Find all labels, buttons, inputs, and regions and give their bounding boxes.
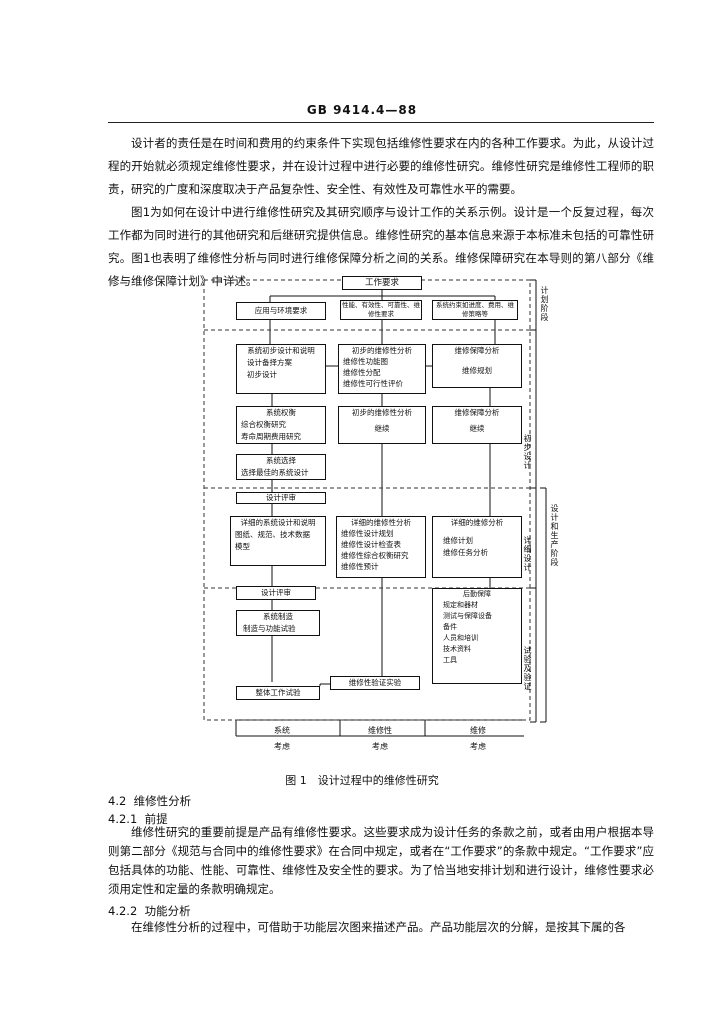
system-preliminary-design-box: 系统初步设计和说明 设计备择方案 初步设计 bbox=[236, 344, 326, 394]
phase-label-design-production: 设计和生产阶段 bbox=[550, 504, 559, 567]
environment-requirements-box: 应用与环境要求 bbox=[236, 302, 326, 320]
section-4-2: 4.2 维修性分析 bbox=[108, 794, 192, 808]
maintenance-support-analysis-box: 维修保障分析 维修规划 bbox=[432, 344, 522, 388]
bottom-label-maintenance: 维修 bbox=[470, 726, 486, 735]
logistics-support-box: 后勤保障 规定和器材 测试与保障设备 备件 人员和培训 技术资料 工具 bbox=[432, 588, 522, 684]
figure-caption: 图 1 设计过程中的维修性研究 bbox=[285, 774, 439, 787]
system-tradeoff-box: 系统权衡 综合权衡研究 寿命周期费用研究 bbox=[236, 406, 326, 444]
section-4-2-2: 4.2.2 功能分析 bbox=[108, 904, 191, 918]
maintenance-support-analysis-continued-box: 维修保障分析 继续 bbox=[432, 406, 522, 444]
bottom-label-system: 系统 bbox=[274, 726, 290, 735]
section-4-2-1: 4.2.1 前提 bbox=[108, 812, 168, 826]
detailed-maintainability-analysis-box: 详细的维修性分析 维修性设计规划 维修性设计检查表 维修性综合权衡研究 维修性预… bbox=[336, 516, 426, 578]
phase-label-planning: 计划阶段 bbox=[540, 286, 549, 322]
preliminary-maintainability-analysis-box: 初步的维修性分析 维修性功能图 维修性分配 维修性可行性评价 bbox=[338, 344, 426, 394]
system-selection-box: 系统选择 选择最佳的系统设计 bbox=[236, 454, 326, 480]
design-review-2-box: 设计评审 bbox=[236, 586, 316, 600]
header-rule bbox=[108, 122, 654, 123]
maintainability-verification-test-box: 维修性验证实验 bbox=[330, 676, 420, 690]
detailed-maintenance-analysis-box: 详细的维修分析 维修计划 维修任务分析 bbox=[432, 516, 522, 578]
preliminary-maintainability-analysis-continued-box: 初步的维修性分析 继续 bbox=[338, 406, 426, 444]
bottom-label-maintainability-consider: 考虑 bbox=[372, 742, 388, 751]
paragraph-4-2-2: 在维修性分析的过程中，可借助于功能层次图来描述产品。产品功能层次的分解，是按其下… bbox=[131, 920, 626, 934]
bottom-label-system-consider: 考虑 bbox=[274, 742, 290, 751]
maintainability-flow-diagram: 工作要求 应用与环境要求 性能、有效性、可靠性、维修性要求 系统约束如进度、费用… bbox=[200, 274, 560, 760]
total-function-test-box: 整体工作试验 bbox=[236, 686, 320, 700]
phase-label-detailed-design: 详细设计 bbox=[523, 536, 532, 572]
bottom-label-maintainability: 维修性 bbox=[368, 726, 392, 735]
bottom-label-maintenance-consider: 考虑 bbox=[470, 742, 486, 751]
phase-label-test-verification: 试验及验证 bbox=[523, 646, 532, 691]
design-review-1-box: 设计评审 bbox=[236, 492, 326, 504]
phase-label-preliminary-design: 初步设计 bbox=[523, 434, 532, 470]
system-manufacture-box: 系统制造 制造与功能试验 bbox=[236, 610, 320, 636]
page-header: GB 9414.4—88 bbox=[306, 103, 418, 117]
system-constraints-box: 系统约束如进度、费用、维修策略等 bbox=[432, 300, 518, 320]
work-requirements-box: 工作要求 bbox=[342, 276, 422, 290]
paragraph-4-2-1: 维修性研究的重要前提是产品有维修性要求。这些要求成为设计任务的条款之前，或者由用… bbox=[108, 825, 654, 896]
performance-requirements-box: 性能、有效性、可靠性、维修性要求 bbox=[340, 300, 422, 320]
paragraph-2: 图1为如何在设计中进行维修性研究及其研究顺序与设计工作的关系示例。设计是一个反复… bbox=[108, 205, 654, 288]
detailed-system-design-box: 详细的系统设计和说明 图纸、规范、技术数据 模型 bbox=[230, 516, 326, 566]
paragraph-1: 设计者的责任是在时间和费用的约束条件下实现包括维修性要求在内的各种工作要求。为此… bbox=[108, 136, 654, 196]
